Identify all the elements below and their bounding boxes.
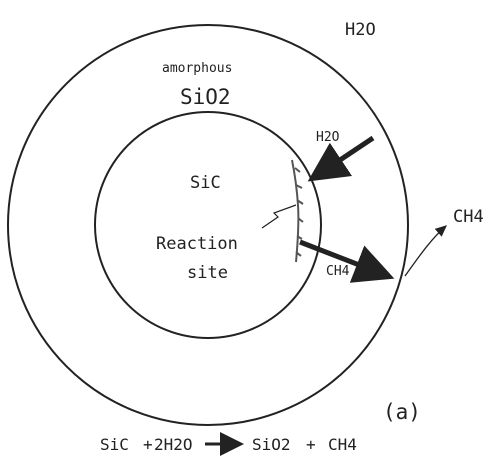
amorphous-label: amorphous <box>162 61 232 76</box>
ch4-arrow-label: CH4 <box>326 264 350 279</box>
reaction-site-leader <box>261 204 297 229</box>
h2o-inward-arrow <box>307 135 375 182</box>
equation-reactant-sic: SiC <box>100 435 129 454</box>
equation-product-sio2: SiO2 <box>252 435 291 454</box>
sio2-shell-label: SiO2 <box>180 85 231 109</box>
reaction-site-marking <box>291 159 304 263</box>
ch4-outward-arrow <box>299 239 395 283</box>
reaction-site-label-line1: Reaction <box>156 234 238 254</box>
reaction-site-label-line2: site <box>187 263 228 283</box>
equation-reactant-h2o: 2H2O <box>154 435 193 454</box>
equation-plus-1: + <box>143 435 153 454</box>
panel-label: (a) <box>383 400 421 424</box>
reaction-equation: SiC + 2H2O SiO2 + CH4 <box>100 432 357 456</box>
released-ch4-label: CH4 <box>453 207 484 227</box>
sic-core-label: SiC <box>190 173 221 193</box>
inner-sic-core <box>94 111 322 339</box>
outer-h2o-label: H2O <box>345 20 376 40</box>
h2o-arrow-label: H2O <box>316 130 340 145</box>
ch4-release-arrow <box>404 225 447 277</box>
outer-sio2-layer <box>7 24 409 426</box>
equation-plus-2: + <box>306 435 316 454</box>
equation-product-ch4: CH4 <box>328 435 357 454</box>
